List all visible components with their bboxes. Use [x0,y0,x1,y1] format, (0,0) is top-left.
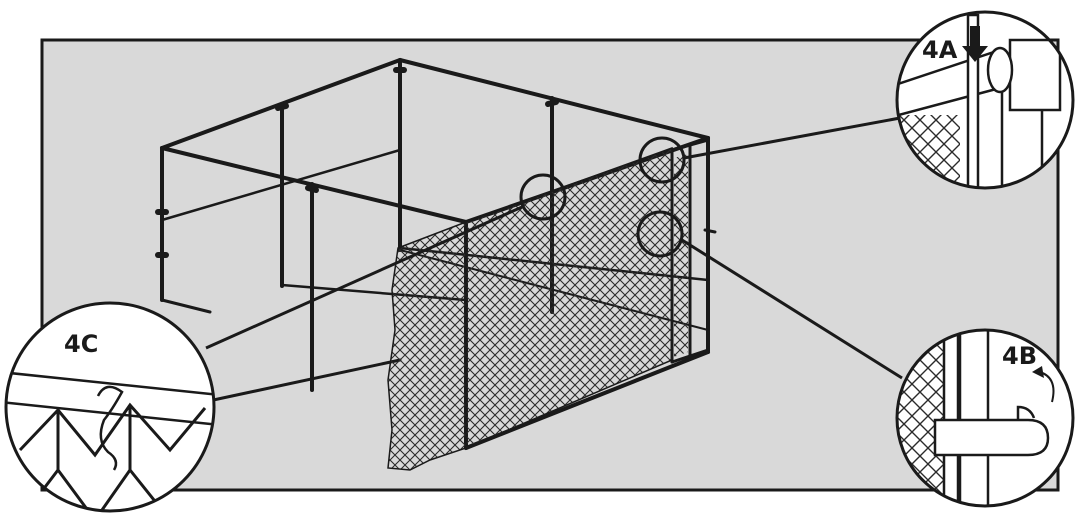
callout-label-4b: 4B [1002,342,1037,370]
callout-label-4c: 4C [64,330,98,358]
curved-arrow-icon [1032,366,1055,403]
detail-marker-4c [519,173,567,221]
inset-4a: 4A [895,10,1075,190]
leader-lines [205,116,903,380]
detail-marker-4b [636,210,684,258]
detail-marker-4a [638,136,686,184]
inset-4c: 4C [4,301,216,513]
chain-link-mesh-roll [387,220,467,471]
chain-link-mesh-gate [674,154,688,357]
down-arrow-icon [962,26,988,62]
callout-label-4a: 4A [922,36,958,64]
